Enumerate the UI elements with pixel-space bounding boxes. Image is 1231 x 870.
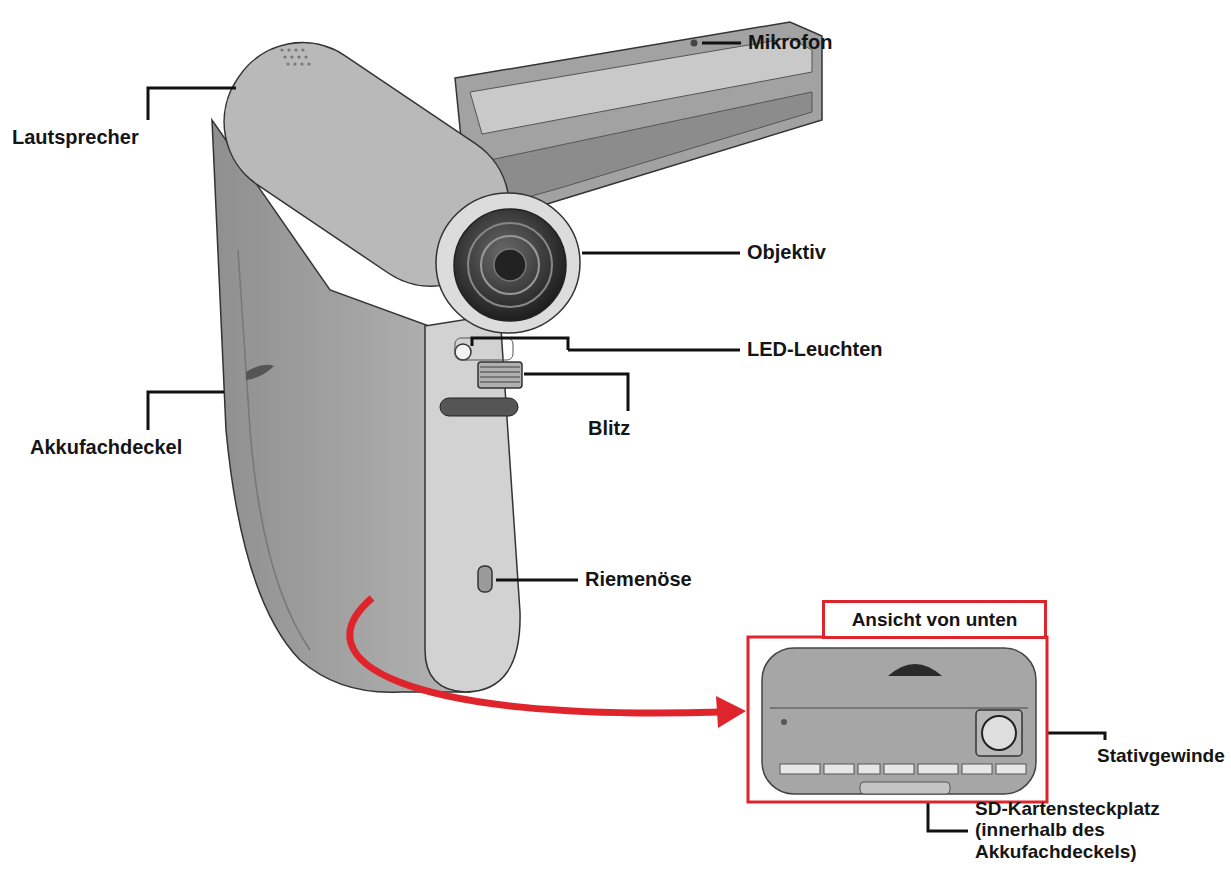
lens-ring [436,193,580,333]
leader-line [568,349,740,352]
tripod-socket [982,716,1016,750]
led-housing [455,338,513,360]
grille-dot [307,62,310,65]
leader-line [524,374,628,411]
camera-head [195,13,580,333]
leader-line [148,88,236,120]
view-title-box: Ansicht von unten [822,600,1047,639]
battery-cover-edge [238,250,310,650]
lcd-lower-band [490,92,812,205]
grille-dot [297,55,300,58]
grille-dot [293,62,296,65]
flash-hatch [480,367,520,382]
grille-dot [283,55,286,58]
microphone-hole [691,40,698,47]
lens-center [494,249,526,281]
ir-window [440,398,518,416]
view-title: Ansicht von unten [852,609,1018,631]
bottom-view [748,637,1047,802]
vent-row [780,764,1026,774]
grille-dot [304,55,307,58]
part-label: Riemenöse [585,568,692,590]
vent [918,764,958,774]
vent [884,764,914,774]
grille-dot [280,48,283,51]
part-label: LED-Leuchten [747,338,883,360]
hatch-line [480,366,520,368]
grille-dot [300,62,303,65]
flash-window [478,362,522,388]
grille-dot [286,62,289,65]
leader-line [582,252,740,255]
part-label: Lautsprecher [12,126,139,148]
part-label: Mikrofon [748,31,832,53]
bottom-view-frame [748,637,1047,802]
hatch-line [480,376,520,378]
arrow-head [716,696,746,728]
hatch-line [480,381,520,383]
strap-eyelet [478,566,492,592]
leader-line [148,392,224,430]
grille-dot [287,48,290,51]
grille-dot [301,48,304,51]
lens-outer [454,209,566,321]
bottom-surface [762,648,1036,794]
bottom-foot [860,782,950,794]
vent [824,764,854,774]
leader-line [702,42,741,45]
grille-dot [290,55,293,58]
vent [996,764,1026,774]
side-hole [781,719,787,725]
vent [780,764,820,774]
card-slot [888,664,942,676]
grille-dot [294,48,297,51]
vent [858,764,880,774]
part-label: Akkufachdeckel [30,436,182,458]
part-label: SD-Kartensteckplatz (innerhalb des Akkuf… [975,798,1190,862]
part-label: Stativgewinde [1097,745,1225,766]
vent [962,764,992,774]
part-label: Blitz [588,417,630,439]
tripod-plate [976,710,1022,756]
led-light [455,344,471,360]
part-label: Objektiv [747,241,826,263]
lens-ring-inner [481,236,539,294]
lens-ring-inner [468,223,552,307]
cover-seam [770,707,1028,709]
red-arrow [350,598,746,728]
leader-lines [148,43,1105,831]
leader-bracket [472,338,568,350]
hatch-line [480,371,520,373]
battery-cover-notch [246,365,274,380]
leader-line [496,579,578,582]
speaker-grille [280,48,310,65]
arrow-curve [350,598,722,713]
